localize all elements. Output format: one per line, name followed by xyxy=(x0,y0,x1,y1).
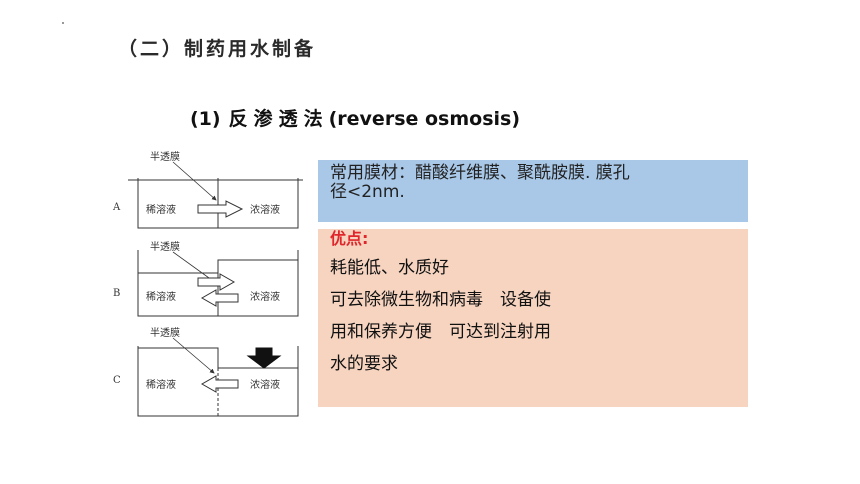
dilute-label-b: 稀溶液 xyxy=(146,290,176,303)
flow-arrow-left-c xyxy=(200,375,239,393)
diagram-row-c: C 半透膜 稀溶液 浓溶液 xyxy=(113,326,299,417)
flow-arrow-right-b xyxy=(197,273,236,291)
row-label-c: C xyxy=(113,375,121,386)
dilute-label-a: 稀溶液 xyxy=(146,203,176,216)
row-label-a: A xyxy=(112,202,121,213)
concentrated-label-c: 浓溶液 xyxy=(250,378,280,391)
membrane-material-box: 常用膜材：醋酸纤维膜、聚酰胺膜. 膜孔 径<2nm. xyxy=(318,160,748,222)
dilute-label-c: 稀溶液 xyxy=(146,378,176,391)
method-number: (1) xyxy=(190,108,221,130)
membrane-label-c: 半透膜 xyxy=(150,326,180,339)
section-heading: （二）制药用水制备 xyxy=(118,38,317,60)
flow-arrow-right-a xyxy=(197,200,244,218)
diagram-row-b: B 半透膜 稀溶液 浓溶液 xyxy=(113,240,299,317)
method-name-chinese: 反渗透法 xyxy=(228,108,329,130)
advantage-line-2: 可去除微生物和病毒 设备使 xyxy=(330,290,551,310)
advantages-box: 优点: 耗能低、水质好 可去除微生物和病毒 设备使 用和保养方便 可达到注射用 … xyxy=(318,229,748,407)
concentrated-label-b: 浓溶液 xyxy=(250,290,280,303)
advantage-line-4: 水的要求 xyxy=(330,354,398,374)
advantages-title: 优点: xyxy=(330,229,369,248)
reverse-osmosis-diagram: A 半透膜 稀溶液 浓溶液 B 半透膜 稀溶液 浓溶液 C 半透膜 稀溶液 浓溶… xyxy=(112,150,303,417)
membrane-pointer-a xyxy=(172,161,217,201)
method-subheading: (1) 反渗透法(reverse osmosis) xyxy=(190,104,520,131)
membrane-material-line-1: 常用膜材：醋酸纤维膜、聚酰胺膜. 膜孔 xyxy=(330,163,630,183)
method-name-english: (reverse osmosis) xyxy=(328,108,521,130)
membrane-material-line-2: 径<2nm. xyxy=(330,182,405,202)
membrane-pointer-c xyxy=(172,337,215,374)
membrane-label-a: 半透膜 xyxy=(150,150,180,163)
row-label-b: B xyxy=(113,288,120,299)
concentrated-label-a: 浓溶液 xyxy=(250,203,280,216)
advantage-line-1: 耗能低、水质好 xyxy=(330,258,449,278)
membrane-label-b: 半透膜 xyxy=(150,240,180,253)
flow-arrow-left-b xyxy=(200,289,239,307)
corner-dot xyxy=(62,22,64,24)
pressure-arrow-down xyxy=(246,347,282,369)
diagram-row-a: A 半透膜 稀溶液 浓溶液 xyxy=(112,150,303,229)
advantage-line-3: 用和保养方便 可达到注射用 xyxy=(330,322,551,342)
